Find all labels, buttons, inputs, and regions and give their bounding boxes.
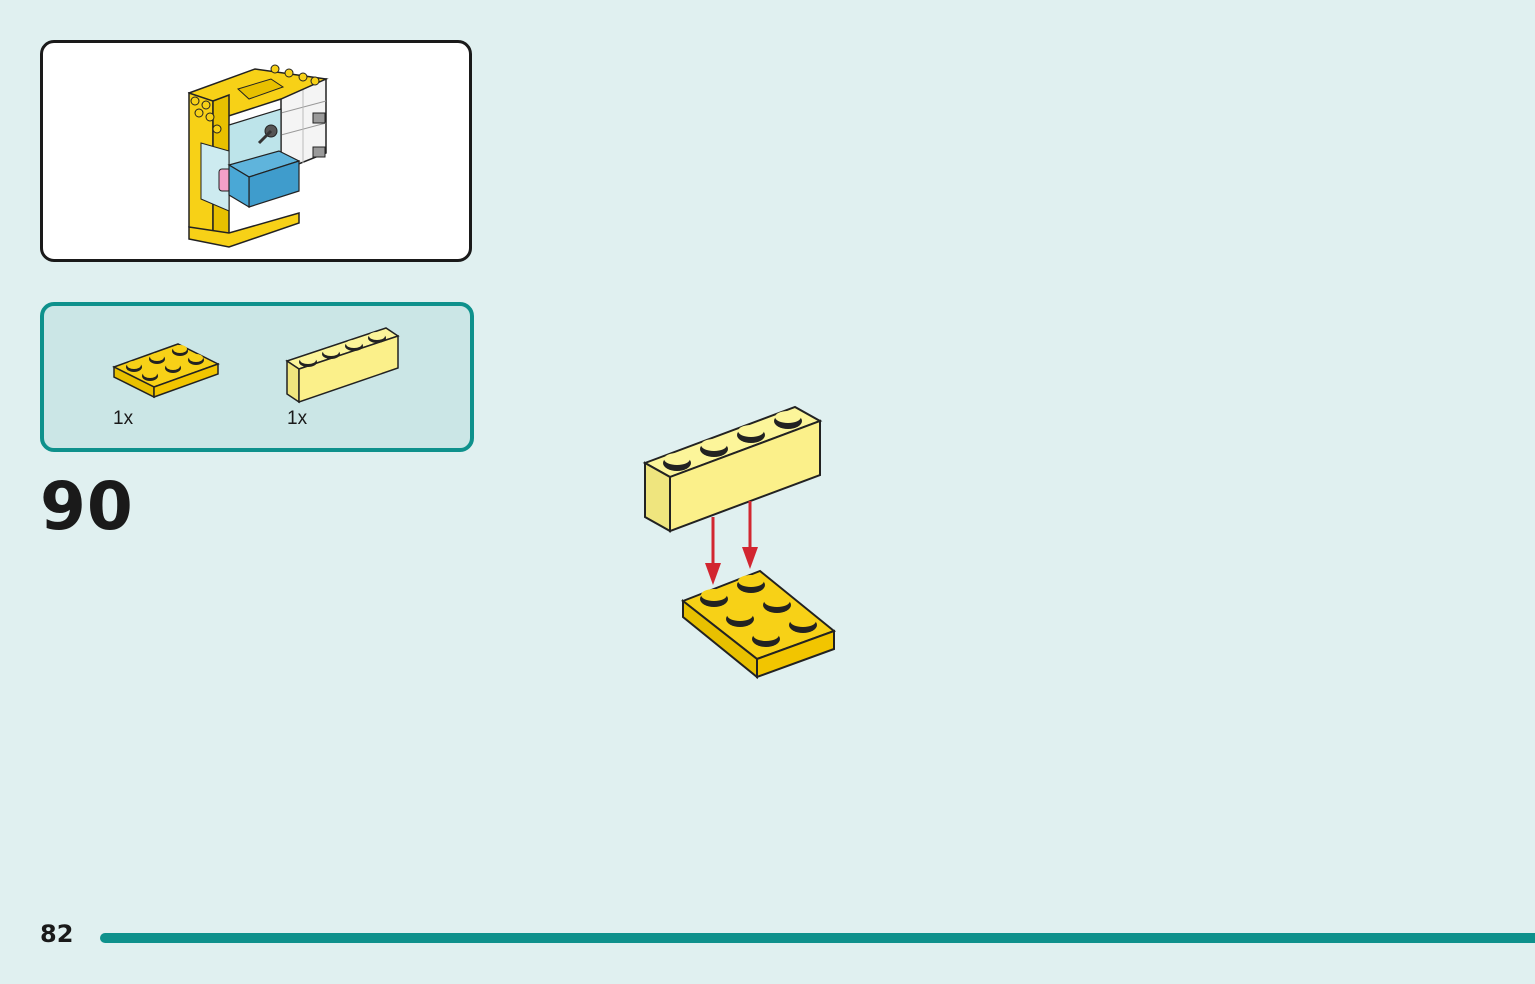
plate-2x3-main: [681, 569, 837, 680]
model-preview-panel: [40, 40, 472, 262]
step-number: 90: [40, 468, 134, 545]
page-progress-bar: [100, 933, 1535, 943]
brick-1x4-main: [642, 405, 823, 533]
parts-illustrations: [112, 327, 400, 404]
brick-1x4-icon: [285, 327, 400, 404]
placement-arrows: [705, 501, 758, 585]
parts-list-panel: 1x 1x: [40, 302, 474, 452]
plate-2x3-icon: [112, 343, 220, 399]
part-quantity-plate: 1x: [113, 408, 134, 429]
assembled-model-illustration: [187, 64, 329, 248]
build-step-illustration: [642, 405, 837, 680]
part-quantity-brick: 1x: [287, 408, 308, 429]
page-number: 82: [40, 920, 74, 948]
